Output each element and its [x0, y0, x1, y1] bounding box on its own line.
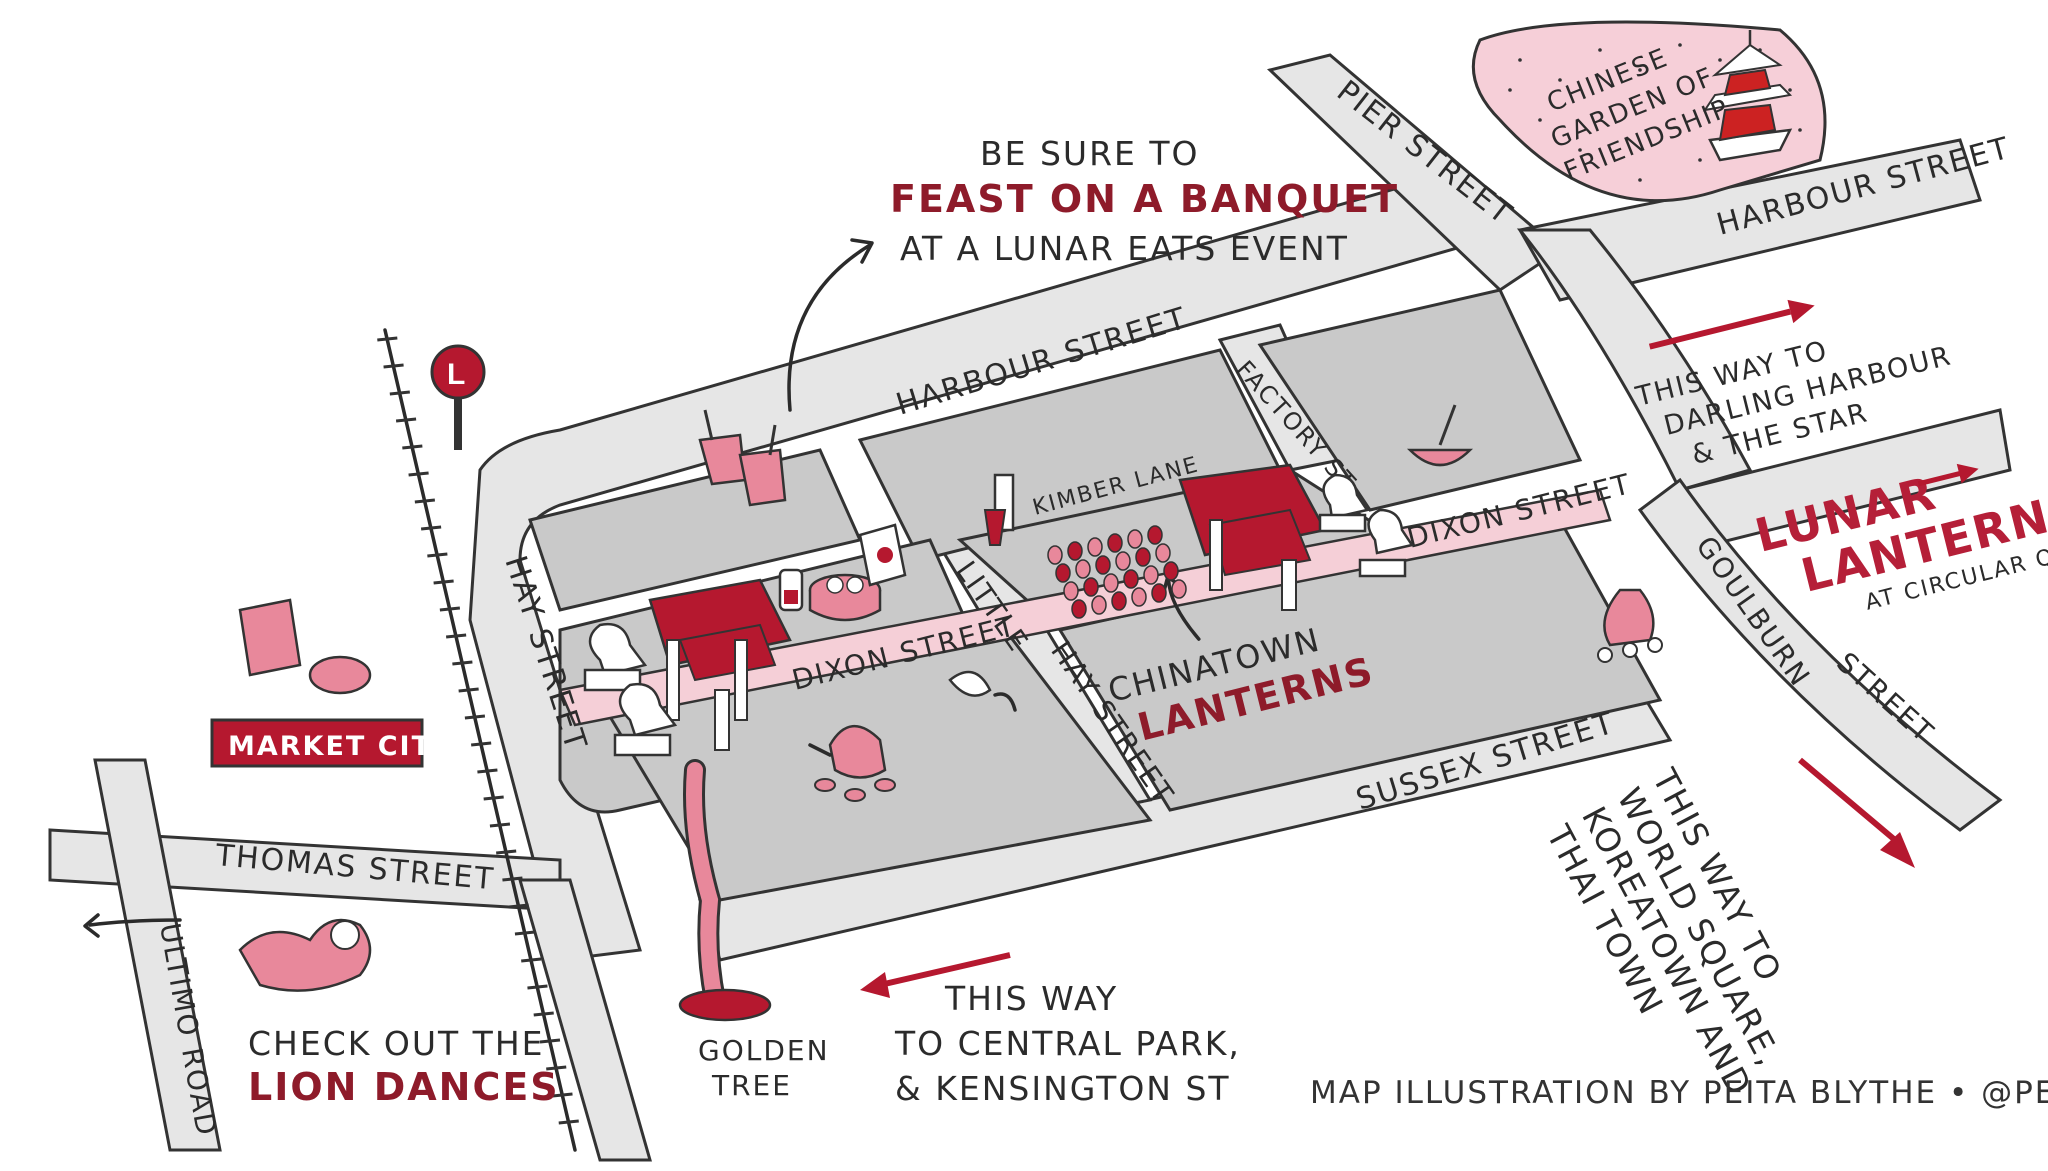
- road-network: [48, 53, 2012, 1162]
- credit-line: MAP ILLUSTRATION BY PEITA BLYTHE • @PEIT…: [1310, 1075, 2048, 1111]
- money-bag-icon: [1597, 588, 1663, 663]
- gate-icon-right: [1178, 463, 1327, 611]
- rail-tie: [414, 498, 436, 504]
- pagoda-icon: [1702, 30, 1793, 162]
- lantern: [1107, 533, 1123, 553]
- rail-tie: [546, 1065, 567, 1071]
- lantern: [1147, 525, 1163, 545]
- rail-tie: [502, 876, 523, 882]
- lantern: [1135, 547, 1151, 567]
- rail-tie: [521, 957, 542, 963]
- world-square-note: THIS WAY TO WORLD SQUARE, KOREATOWN AND …: [1538, 757, 1915, 1103]
- lion-dances-note: CHECK OUT THE LION DANCES: [248, 1024, 560, 1109]
- central-line3: & KENSINGTON ST: [895, 1069, 1231, 1108]
- rail-tie: [377, 336, 398, 342]
- lantern: [1071, 599, 1087, 619]
- lantern: [1131, 587, 1147, 607]
- rail-tie: [464, 714, 486, 720]
- lantern: [1111, 591, 1127, 611]
- rail-track: [377, 328, 579, 1152]
- rail-tie: [452, 660, 473, 666]
- lantern: [1103, 573, 1119, 593]
- rail-tie: [402, 444, 423, 450]
- teapot-icon: [808, 724, 896, 802]
- rail-tie: [552, 1092, 573, 1098]
- market-city-label: MARKET CITY: [228, 731, 454, 762]
- dumpling-basket-icon: [808, 573, 882, 622]
- rail-tie: [408, 471, 429, 477]
- rail-tie: [533, 1011, 554, 1017]
- lantern: [1123, 569, 1139, 589]
- rail-tie: [508, 903, 529, 909]
- lantern: [1155, 543, 1171, 563]
- light-rail-sign: L: [430, 344, 486, 450]
- lantern: [1143, 565, 1159, 585]
- lion-dance-icon: [83, 913, 372, 992]
- rail-tie: [458, 687, 479, 693]
- market-city-area: MARKET CITY: [210, 598, 454, 768]
- lantern: [1115, 551, 1131, 571]
- chinese-garden-area: [1471, 20, 1827, 203]
- drink-bottle-icon: [983, 473, 1015, 546]
- lantern: [1063, 581, 1079, 601]
- takeaway-bag-icon: [858, 523, 907, 587]
- banquet-highlight: FEAST ON A BANQUET: [890, 177, 1399, 221]
- banquet-arrow: [787, 243, 872, 412]
- rail-tie: [433, 579, 454, 585]
- gate-icon-left: [648, 578, 792, 751]
- lion-line2: LION DANCES: [248, 1065, 560, 1109]
- rail-tie: [527, 984, 548, 990]
- lion-line1: CHECK OUT THE: [248, 1024, 544, 1063]
- noodle-box-icons: [698, 409, 787, 507]
- rail-tie: [514, 930, 536, 936]
- golden-tree-line1: GOLDEN: [698, 1034, 830, 1067]
- rail-tie: [427, 552, 448, 558]
- rail-tie: [489, 822, 511, 828]
- rail-tie: [383, 363, 404, 369]
- rail-tie: [389, 390, 410, 396]
- golden-tree-line2: TREE: [711, 1069, 792, 1102]
- lantern: [1163, 561, 1179, 581]
- banquet-line1: BE SURE TO: [980, 134, 1199, 173]
- rail-tie: [445, 633, 467, 639]
- lantern: [1091, 595, 1107, 615]
- banquet-callout: BE SURE TO FEAST ON A BANQUET AT A LUNAR…: [787, 134, 1399, 412]
- central-line2: TO CENTRAL PARK,: [894, 1024, 1241, 1063]
- lantern: [1151, 583, 1167, 603]
- rail-tie: [477, 768, 498, 774]
- lantern-cluster-icon: [1047, 525, 1187, 619]
- golden-tree-icon: [678, 759, 772, 1022]
- rail-tie: [439, 606, 461, 612]
- noodle-bowl-icon: [1406, 404, 1474, 467]
- lantern: [1075, 559, 1091, 579]
- lantern: [1095, 555, 1111, 575]
- golden-tree-label: GOLDEN TREE: [698, 1034, 830, 1102]
- lantern: [1087, 537, 1103, 557]
- rail-tie: [496, 849, 517, 855]
- rail-tie: [558, 1119, 579, 1125]
- sauce-bottle-icon: [778, 568, 804, 612]
- lantern: [1047, 545, 1063, 565]
- lantern: [1067, 541, 1083, 561]
- rail-tie: [483, 795, 504, 801]
- banquet-line3: AT A LUNAR EATS EVENT: [900, 229, 1349, 268]
- lantern: [1083, 577, 1099, 597]
- fortune-cookie-icon: [948, 670, 1017, 712]
- lantern: [1171, 579, 1187, 599]
- light-rail-letter: L: [447, 358, 465, 391]
- rail-tie: [420, 525, 442, 531]
- rail-tie: [395, 417, 417, 423]
- lantern: [1127, 529, 1143, 549]
- lantern: [1055, 563, 1071, 583]
- central-park-note: THIS WAY TO CENTRAL PARK, & KENSINGTON S…: [860, 952, 1241, 1108]
- rail-tie: [471, 741, 492, 747]
- central-line1: THIS WAY: [944, 979, 1118, 1018]
- rail-tie: [539, 1038, 561, 1044]
- lion-statue-icons: [583, 473, 1415, 757]
